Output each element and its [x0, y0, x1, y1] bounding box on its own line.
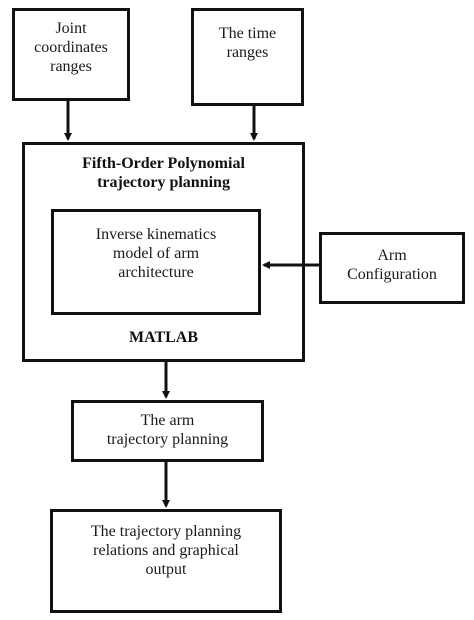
- arm-configuration-label: Arm Configuration: [347, 247, 437, 283]
- planning-block-title: Fifth-Order Polynomial trajectory planni…: [82, 155, 245, 191]
- arm-configuration-box: [319, 232, 465, 304]
- inverse-kinematics-label: Inverse kinematics model of arm architec…: [95, 226, 217, 281]
- joint-ranges-label: Joint coordinates ranges: [34, 20, 108, 75]
- arm-trajectory-box: [71, 400, 264, 462]
- time-ranges-label: The time ranges: [218, 25, 277, 61]
- output-box: [50, 509, 282, 613]
- planning-block-footer: MATLAB: [128, 329, 199, 346]
- output-label: The trajectory planning relations and gr…: [90, 523, 242, 578]
- time-ranges-box: [191, 8, 304, 106]
- inverse-kinematics-box: [51, 209, 261, 315]
- arm-trajectory-label: The arm trajectory planning: [106, 412, 229, 448]
- joint-ranges-box: [12, 8, 130, 101]
